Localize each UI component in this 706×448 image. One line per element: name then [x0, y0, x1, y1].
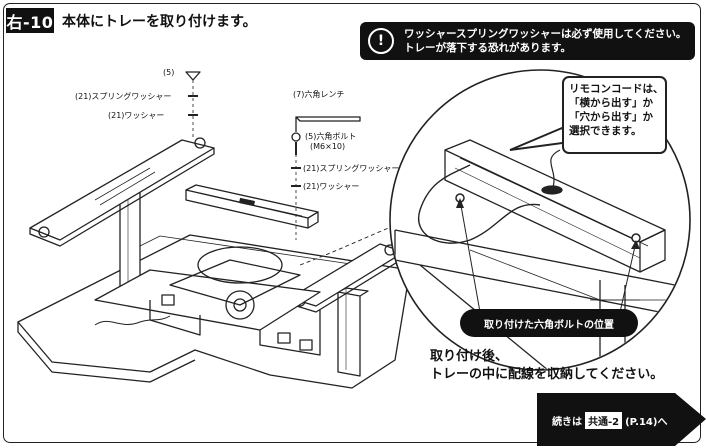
callout-line-1: リモコンコードは、: [569, 83, 664, 95]
bottom-note: 取り付け後、 トレーの中に配線を収納してください。: [430, 348, 663, 384]
callout-line-4: 選択できます。: [569, 125, 642, 137]
bottom-note-line-2: トレーの中に配線を収納してください。: [430, 367, 664, 382]
next-step-link[interactable]: 続きは 共通-2 (P.14)へ: [552, 412, 667, 429]
part-label-hex-bolt-size: (M6×10): [310, 142, 346, 151]
warning-text: ワッシャースプリングワッシャーは必ず使用してください。 トレーが落下する恐れがあ…: [404, 27, 686, 55]
step-title: 本体にトレーを取り付けます。: [62, 14, 257, 30]
bottom-note-line-1: 取り付け後、: [430, 349, 509, 364]
next-step-prefix: 続きは: [552, 417, 582, 428]
part-label-hex-wrench: (7)六角レンチ: [293, 90, 345, 99]
part-label-washer-right: (21)ワッシャー: [303, 182, 360, 191]
part-label-hex-bolt: (5)六角ボルト: [305, 132, 357, 141]
part-label-bolt-top: (5): [163, 68, 175, 77]
callout-line-3: 「穴から出す」か: [569, 111, 653, 123]
bolt-position-label: 取り付けた六角ボルトの位置: [460, 309, 638, 337]
next-step-ref: 共通-2: [585, 412, 623, 429]
callout-line-2: 「横から出す」か: [569, 97, 653, 109]
warning-line-1: ワッシャースプリングワッシャーは必ず使用してください。: [404, 28, 687, 40]
part-label-washer-left: (21)ワッシャー: [108, 111, 165, 120]
page-border: [3, 3, 701, 443]
part-label-spring-washer-left: (21)スプリングワッシャー: [75, 92, 172, 101]
warning-box: ! ワッシャースプリングワッシャーは必ず使用してください。 トレーが落下する恐れ…: [360, 22, 695, 60]
warning-line-2: トレーが落下する恐れがあります。: [404, 42, 571, 54]
part-label-spring-washer-right: (21)スプリングワッシャー: [303, 164, 400, 173]
remote-cord-callout: リモコンコードは、 「横から出す」か 「穴から出す」か 選択できます。: [562, 76, 667, 154]
exclamation-circle-icon: !: [368, 28, 394, 54]
next-step-suffix: (P.14)へ: [625, 417, 668, 428]
step-number-badge: 右-10: [6, 8, 54, 33]
